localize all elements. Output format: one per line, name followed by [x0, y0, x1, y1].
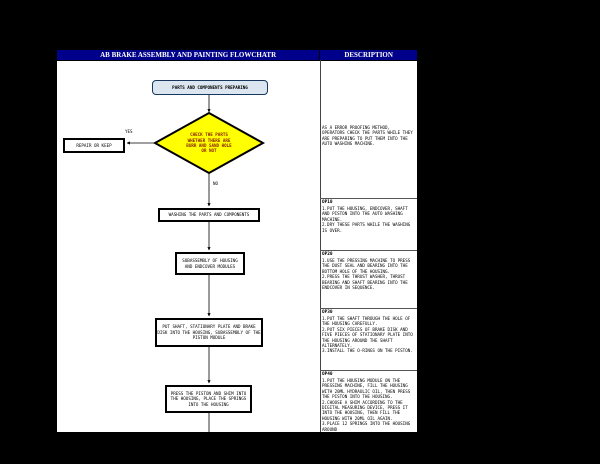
flow-step-piston-press: PRESS THE PISTON AND SHIM INTO THE HOUSI…	[165, 385, 252, 413]
page-title: AB BRAKE ASSEMBLY AND PAINTING FLOWCHATR	[57, 50, 321, 60]
description-column-header: DESCRIPTION	[344, 51, 393, 59]
flow-start-node: PARTS AND COMPONENTS PREPARING	[152, 80, 268, 95]
flow-repair-node: REPAIR OR KEEP	[63, 138, 125, 153]
op-number: OP20	[322, 252, 333, 257]
flow-step-subassembly: SUBASSEMBLY OF HOUSING AND ENDCOVER MODU…	[175, 252, 245, 275]
no-branch-label: NO	[213, 181, 219, 186]
yes-branch-label: YES	[125, 129, 133, 134]
decision-label: CHECK THE PARTS WHETHER THERE ARE BURR A…	[186, 132, 232, 154]
description-text: 1.PUT THE HOUSING MODULE ON THE PRESSING…	[322, 377, 411, 432]
flowchart-connectors	[126, 95, 266, 432]
title-bar: AB BRAKE ASSEMBLY AND PAINTING FLOWCHATR…	[57, 50, 417, 61]
description-text: AS A ERROR PROOFING METHOD, OPERATORS CH…	[322, 125, 413, 147]
description-op10: OP10 1.PUT THE HOUSING, ENDCOVER, SHAFT …	[322, 200, 415, 233]
description-text: 1.PUT THE HOUSING, ENDCOVER, SHAFT AND P…	[322, 205, 411, 233]
description-check-parts: AS A ERROR PROOFING METHOD, OPERATORS CH…	[322, 125, 415, 147]
column-divider	[320, 60, 321, 432]
description-op40: OP40 1.PUT THE HOUSING MODULE ON THE PRE…	[322, 372, 415, 432]
op-number: OP10	[322, 200, 333, 205]
op-number: OP30	[322, 310, 333, 315]
document-page: AB BRAKE ASSEMBLY AND PAINTING FLOWCHATR…	[57, 50, 417, 432]
description-text: 1.PUT THE SHAFT THROUGH THE HOLE OF THE …	[322, 315, 413, 354]
section-divider	[320, 250, 417, 251]
section-divider	[320, 308, 417, 309]
description-text: 1.USE THE PRESSING MACHINE TO PRESS THE …	[322, 257, 411, 290]
description-op30: OP30 1.PUT THE SHAFT THROUGH THE HOLE OF…	[322, 310, 415, 354]
section-divider	[320, 370, 417, 371]
description-op20: OP20 1.USE THE PRESSING MACHINE TO PRESS…	[322, 252, 415, 290]
op-number: OP40	[322, 372, 333, 377]
flow-step-shaft-plate: PUT SHAFT, STATIONARY PLATE AND BRAKE DI…	[155, 318, 263, 347]
flow-step-washing: WASHING THE PARTS AND COMPONENTS	[158, 208, 260, 222]
section-divider	[320, 198, 417, 199]
